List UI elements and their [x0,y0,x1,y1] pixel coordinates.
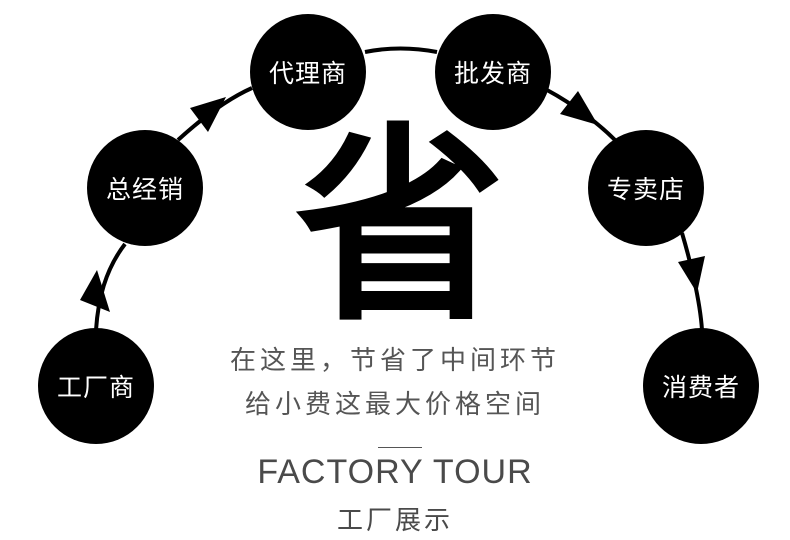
slogan-line-2: 给小费这最大价格空间 [244,390,545,420]
arrowhead-wholesaler-to-store [560,91,598,125]
arrowhead-factory-to-distributor [80,270,110,312]
edge-agent-to-wholesaler [364,46,438,54]
node-label: 代理商 [268,59,347,88]
node-label: 总经销 [105,175,184,204]
node-store: 专卖店 [588,130,704,246]
title-divider [378,447,422,448]
save-character: 省 [295,103,506,350]
section-title-en: FACTORY TOUR [257,453,533,491]
edge-factory-to-distributor [94,242,127,331]
node-general-distributor: 总经销 [87,130,203,246]
node-label: 消费者 [661,373,740,402]
arrowhead-store-to-consumer [678,256,705,293]
node-label: 批发商 [453,59,532,88]
node-label: 专卖店 [606,175,685,204]
slogan-line-1: 在这里，节省了中间环节 [229,346,560,376]
node-wholesaler: 批发商 [435,14,551,130]
node-consumer: 消费者 [643,328,759,444]
section-title-cn: 工厂展示 [336,506,453,536]
arrowhead-distributor-to-agent [190,97,226,132]
node-factory: 工厂商 [38,328,154,444]
node-agent: 代理商 [250,14,366,130]
node-label: 工厂商 [56,373,135,402]
